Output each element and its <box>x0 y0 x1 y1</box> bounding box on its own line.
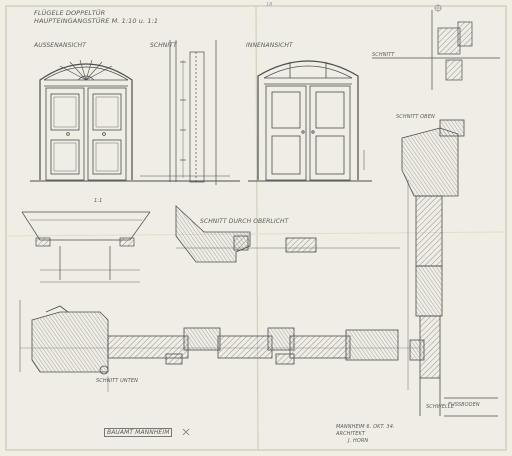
sheet-title: FLÜGELE DOPPELTÜR <box>34 9 106 17</box>
scale-mark: 1:1 <box>94 198 103 204</box>
cross-mark-icon <box>182 428 190 436</box>
bottom-section-label: SCHNITT UNTEN <box>96 378 138 384</box>
outside-elevation <box>30 59 240 182</box>
fanlight <box>59 59 113 81</box>
right-section-label: SCHNITT <box>372 52 395 58</box>
section-label: SCHNITT <box>150 42 177 49</box>
corner-detail <box>372 10 500 90</box>
door-section <box>140 40 230 185</box>
floor-label: FUSSBODEN <box>448 402 480 408</box>
signature-name: J. HORN <box>348 438 369 444</box>
bottom-section <box>19 300 420 392</box>
overlight-section <box>175 205 400 263</box>
transom-section <box>21 211 151 283</box>
outside-view-label: AUSSENANSICHT <box>34 42 87 49</box>
sheet-subtitle: HAUPTEINGANGSTÜRE M. 1:10 u. 1:1 <box>34 17 159 25</box>
page-mark: 18 <box>266 2 273 8</box>
overlight-label: SCHNITT DURCH OBERLICHT <box>200 218 289 225</box>
inside-view-label: INNENANSICHT <box>246 42 293 49</box>
inside-elevation <box>248 60 372 182</box>
right-top-label: SCHNITT OBEN <box>396 114 435 120</box>
paper-fold <box>255 5 259 451</box>
signature-role: ARCHITEKT <box>336 431 366 437</box>
registration-icon <box>434 4 442 12</box>
sill-label: SCHWELLE <box>426 404 455 410</box>
right-vertical-section <box>401 119 498 417</box>
paper-border <box>5 5 507 451</box>
signature-place-date: MANNHEIM 6. OKT. 34. <box>336 424 395 430</box>
bauamt-stamp: BAUAMT MANNHEIM <box>104 428 173 437</box>
